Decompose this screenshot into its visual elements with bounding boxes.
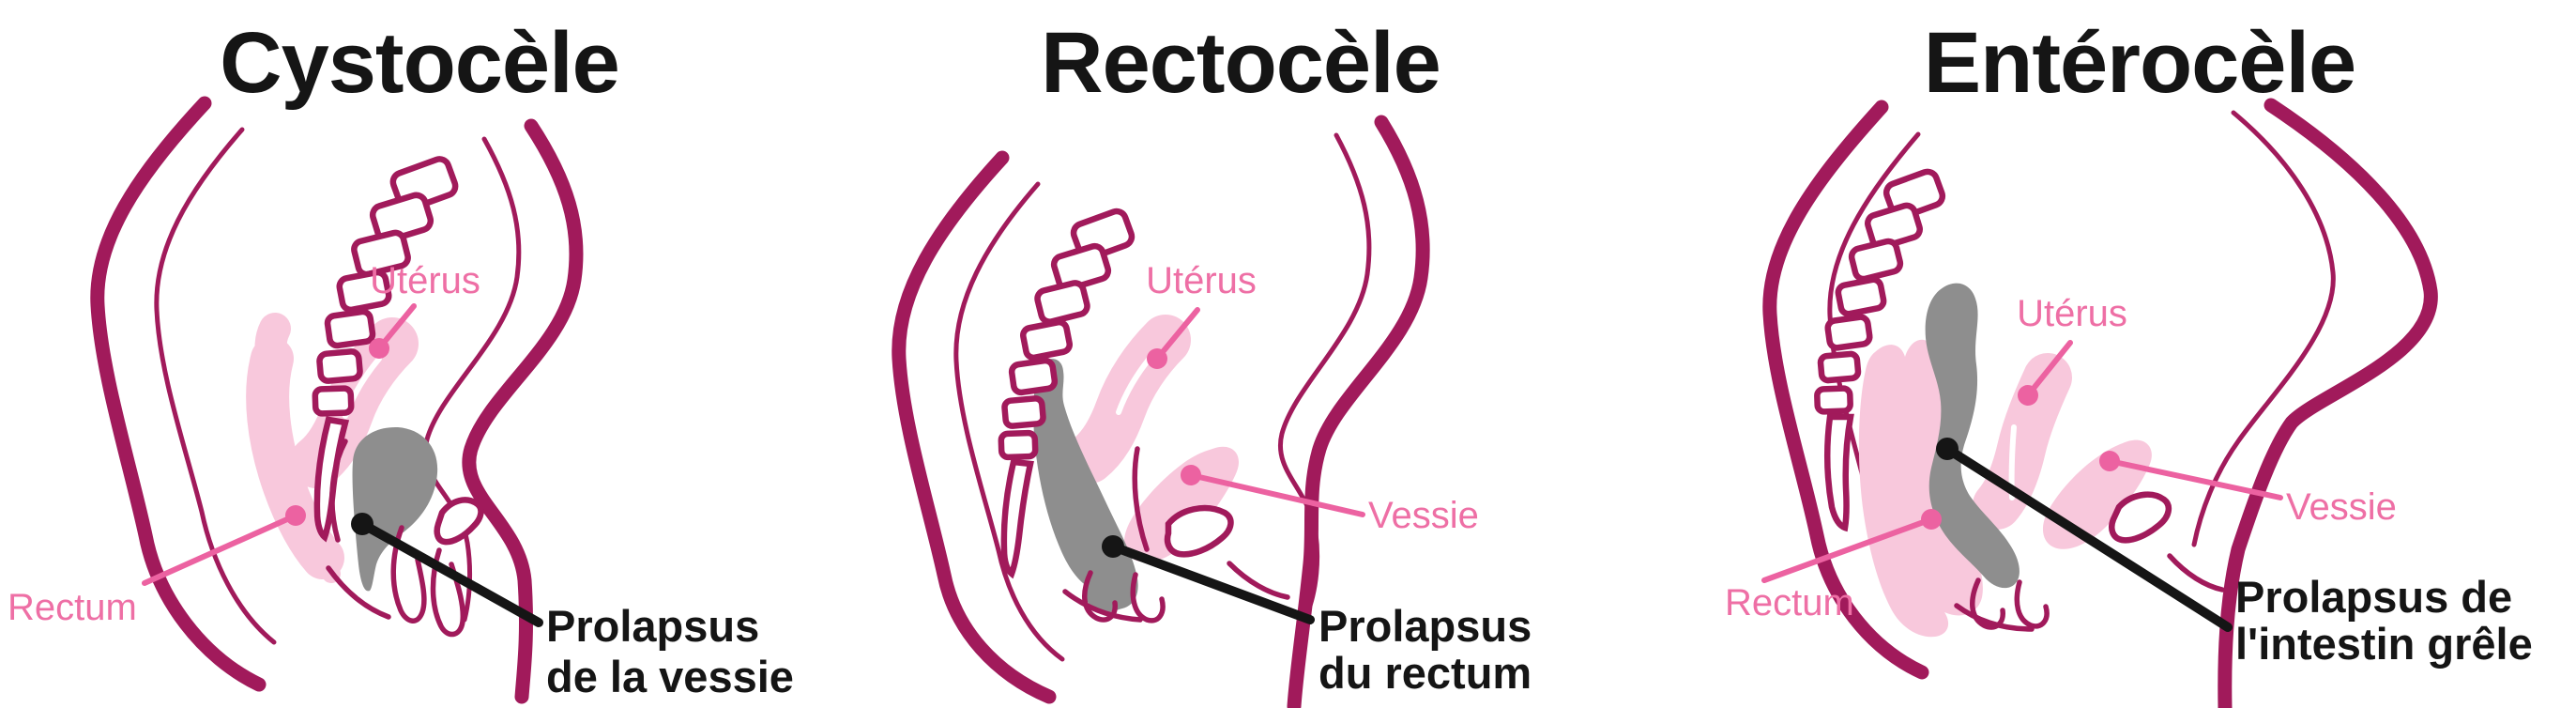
- uterus-label: Utérus: [2017, 293, 2127, 334]
- panel-cystocele: Cystocèle: [8, 15, 794, 704]
- spine: [998, 208, 1136, 579]
- spine: [1814, 168, 1946, 532]
- vagina-wall-line: [1132, 446, 1150, 552]
- prolapse-label-line2: de la vessie: [546, 652, 794, 701]
- vulva-line: [2014, 579, 2050, 629]
- bladder-label: Vessie: [1368, 495, 1479, 536]
- bladder-callout-dot-icon: [1181, 465, 1201, 485]
- pubic-bone: [434, 497, 484, 546]
- vulva-line: [1130, 572, 1166, 623]
- prolapse-callout-line: [1108, 542, 1315, 624]
- panel-title-rectocele: Rectocèle: [1041, 15, 1440, 111]
- rectum-label: Rectum: [1725, 582, 1854, 623]
- vagina-wall-line: [329, 439, 348, 543]
- sacrum-coccyx: [1823, 413, 1854, 532]
- panel-rectocele: Rectocèle Utérus: [892, 15, 1532, 708]
- rectum-organ-top: [254, 313, 291, 377]
- front-body-outline: [1287, 115, 1430, 708]
- inner-back-outline: [953, 181, 1065, 662]
- pubic-bone: [2109, 491, 2172, 544]
- vulva-line: [1082, 570, 1118, 623]
- rectum-organ: [246, 337, 344, 579]
- prolapse-callout-dot-icon: [351, 513, 373, 535]
- inner-front-outline: [422, 136, 522, 623]
- front-body-outline: [2218, 98, 2438, 708]
- rectum-callout-dot-icon: [285, 505, 306, 526]
- prolapse-callout-dot-icon: [1102, 535, 1124, 558]
- rectum-callout-line: [1761, 516, 1934, 583]
- pelvic-floor-line: [2167, 553, 2225, 593]
- small-intestine-prolapsed-gray: [1925, 283, 2020, 589]
- perineum-line: [1954, 603, 2035, 632]
- sacrum-coccyx: [1000, 458, 1034, 579]
- bladder-callout-dot-icon: [2099, 451, 2120, 471]
- uterus-callout-line: [1154, 307, 1200, 362]
- rectum-organ: [1858, 339, 1983, 638]
- bladder-prolapsed-gray: [352, 426, 438, 592]
- prolapse-label-line2: du rectum: [1318, 648, 1532, 698]
- pubic-bone: [1164, 504, 1234, 558]
- uterus-label: Utérus: [1146, 260, 1257, 301]
- bladder-callout-line: [2107, 458, 2283, 500]
- bladder-organ: [1124, 446, 1240, 562]
- rectum-callout-dot-icon: [1921, 509, 1942, 530]
- vulva-line: [390, 525, 427, 623]
- prolapse-label-line1: Prolapsus: [1318, 601, 1532, 651]
- panel-title-enterocele: Entérocèle: [1924, 15, 2355, 111]
- uterus-callout-line: [2025, 340, 2073, 398]
- rectum-callout-line: [142, 513, 298, 586]
- prolapse-callout-dot-icon: [1936, 438, 1959, 460]
- prolapse-label-line1: Prolapsus: [546, 601, 759, 651]
- perineum-line: [326, 565, 391, 620]
- inner-front-outline: [1277, 132, 1372, 608]
- back-body-outline: [892, 150, 1057, 704]
- uterus-callout-dot-icon: [369, 338, 389, 359]
- uterus-label: Utérus: [370, 260, 480, 301]
- back-body-outline: [1762, 100, 1929, 680]
- panel-enterocele: Entérocèle Utérus: [1725, 15, 2533, 708]
- uterus-callout-dot-icon: [1147, 348, 1167, 369]
- pelvic-floor-line: [1227, 561, 1290, 600]
- spine: [312, 156, 459, 543]
- rectum-label: Rectum: [8, 587, 137, 628]
- prolapse-label-line1: Prolapsus de: [2235, 572, 2512, 622]
- bladder-callout-line: [1188, 472, 1365, 517]
- vulva-line: [430, 547, 466, 638]
- panel-title-cystocele: Cystocèle: [220, 15, 619, 111]
- bladder-label: Vessie: [2286, 486, 2397, 528]
- prolapse-callout-line: [1943, 444, 2233, 632]
- inner-back-outline: [154, 127, 277, 645]
- prolapse-label-line2: l'intestin grêle: [2235, 619, 2533, 669]
- perineum-line: [1062, 589, 1143, 623]
- vulva-line: [1970, 577, 2005, 630]
- uterus-callout-dot-icon: [2018, 385, 2038, 406]
- back-body-outline: [90, 96, 267, 692]
- prolapse-callout-line: [358, 519, 543, 627]
